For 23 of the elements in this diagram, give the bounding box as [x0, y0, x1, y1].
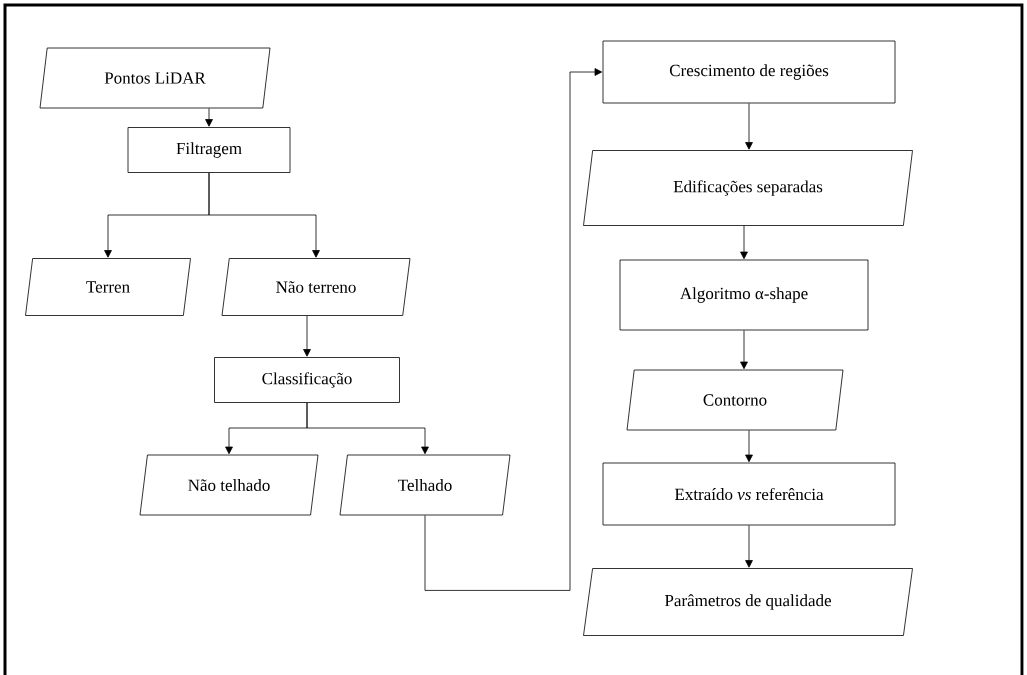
data-parallelogram: Telhado [339, 454, 511, 516]
arrow [745, 103, 753, 150]
data-parallelogram: Terren [25, 258, 191, 316]
data-parallelogram: Parâmetros de qualidade [583, 568, 913, 636]
process-box: Classificação [214, 357, 400, 403]
arrow [208, 172, 320, 258]
arrow [745, 525, 753, 568]
arrow [740, 225, 748, 260]
process-box: Algoritmo α-shape [619, 259, 869, 331]
data-parallelogram: Pontos LiDAR [39, 47, 271, 109]
arrow [205, 108, 213, 127]
data-parallelogram: Edificações separadas [583, 150, 913, 226]
data-parallelogram: Não terreno [221, 258, 411, 316]
process-box: Filtragem [127, 127, 291, 173]
arrow [306, 402, 429, 455]
arrow [303, 315, 311, 357]
arrow [424, 68, 603, 591]
process-box: Crescimento de regiões [602, 40, 896, 104]
arrow [740, 330, 748, 370]
process-box: Extraído vs referência [602, 462, 896, 526]
arrow [745, 430, 753, 463]
data-parallelogram: Contorno [626, 369, 844, 431]
data-parallelogram: Não telhado [139, 454, 319, 516]
